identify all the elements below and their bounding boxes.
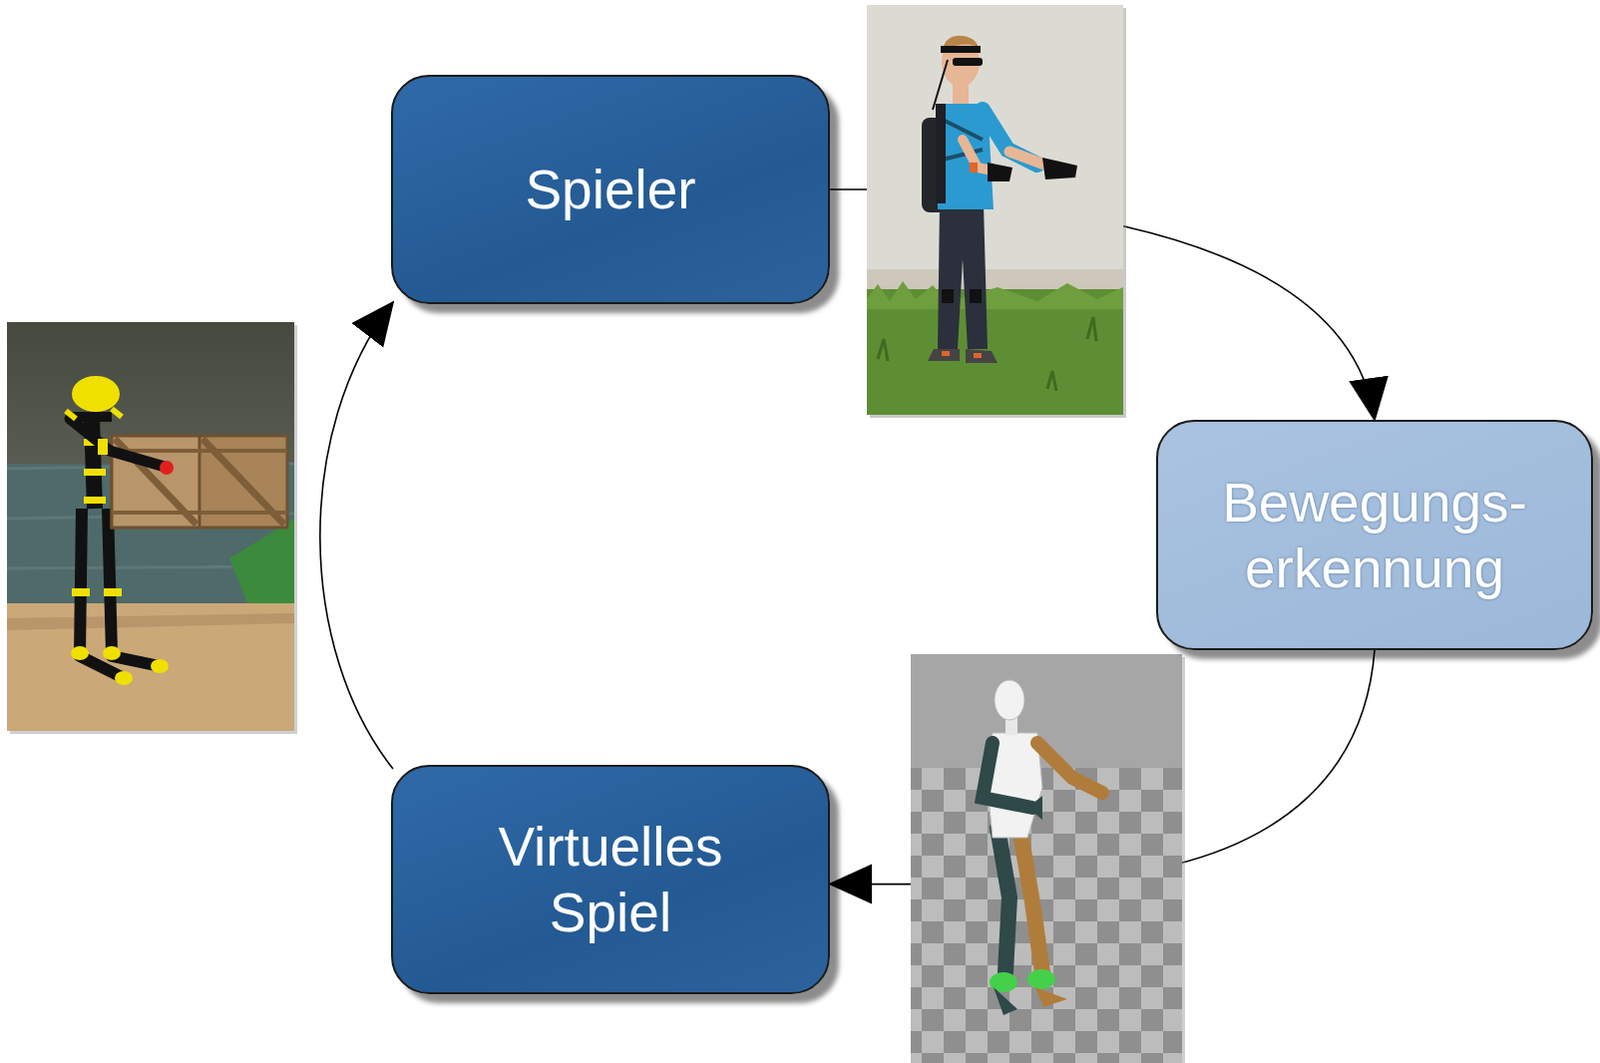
node-label: Virtuelles Spiel [445, 813, 776, 946]
flow-arrow [320, 302, 394, 770]
node-label: Bewegungs- erkennung [1209, 469, 1540, 602]
text-stack: Bewegungs- erkennung [1209, 469, 1540, 602]
text-stack: Virtuelles Spiel [445, 813, 776, 946]
process-box: Virtuelles Spiel [391, 765, 830, 995]
text-stack: Spieler [524, 156, 696, 223]
node-label: Spieler [524, 156, 696, 223]
process-box: Bewegungs- erkennung [1156, 419, 1594, 651]
process-box: Spieler [391, 74, 830, 305]
